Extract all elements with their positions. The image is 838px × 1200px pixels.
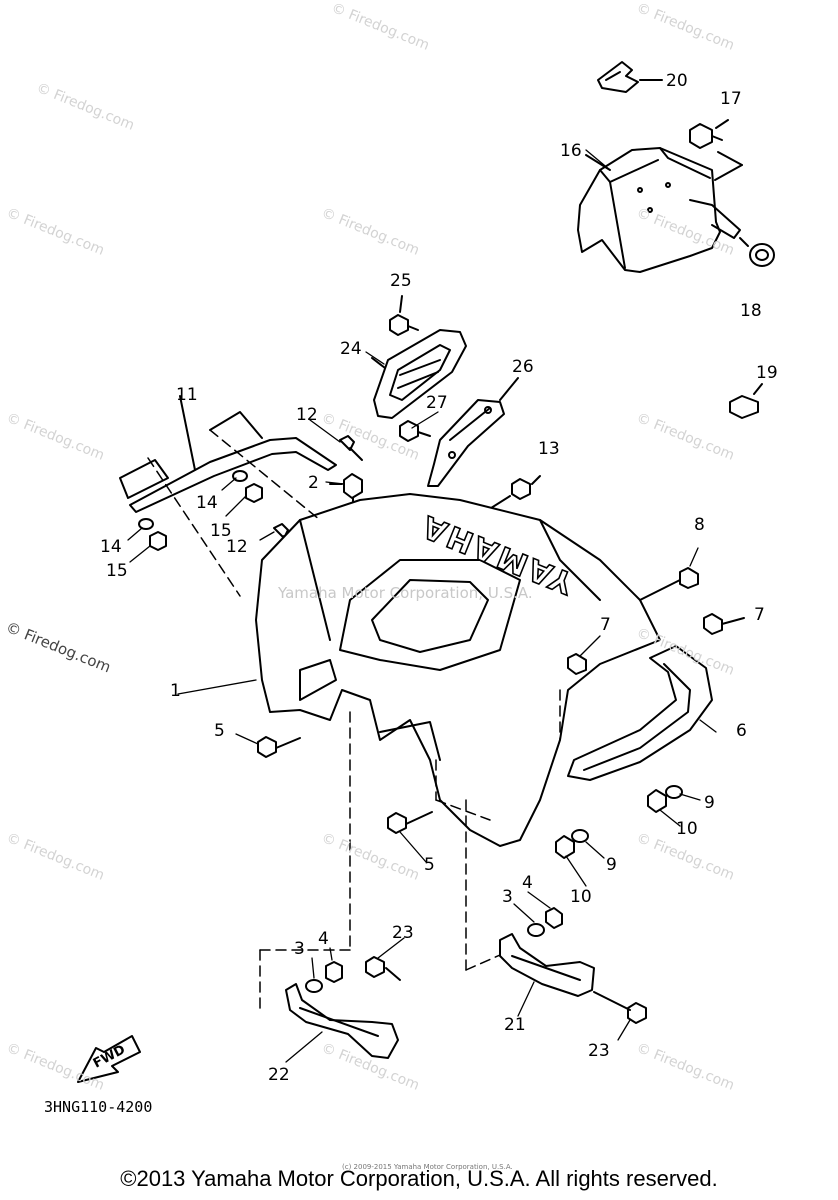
fwd-arrow-icon [77,1035,141,1083]
part-24-plate [371,329,467,419]
callout-3b: 3 [294,939,305,959]
part-3-washer [305,923,545,993]
part-27-bolt [399,420,431,442]
part-5-bolt [257,736,433,834]
callout-18: 18 [740,301,762,321]
callout-5a: 5 [214,721,225,741]
callout-4b: 4 [318,929,329,949]
tiny-copyright-notice: (c) 2009-2015 Yamaha Motor Corporation, … [342,1163,513,1171]
part-1-rear-fender [255,493,661,847]
part-4-nut [325,907,563,983]
callout-9a: 9 [704,793,715,813]
callout-23a: 23 [392,923,414,943]
callout-15a: 15 [210,521,232,541]
part-16-cover [577,147,743,273]
callout-19: 19 [756,363,778,383]
callout-10a: 10 [676,819,698,839]
callout-7a: 7 [754,605,765,625]
callout-8: 8 [694,515,705,535]
callout-14b: 14 [100,537,122,557]
callout-9b: 9 [606,855,617,875]
part-8-bolt [639,567,699,601]
part-21-bracket [499,933,595,997]
callout-7b: 7 [600,615,611,635]
callout-14a: 14 [196,493,218,513]
callout-23b: 23 [588,1041,610,1061]
callout-12b: 12 [226,537,248,557]
callout-6: 6 [736,721,747,741]
callout-11: 11 [176,385,198,405]
part-14-washer [138,470,248,530]
part-22-bracket [285,983,399,1059]
part-6-guard [567,645,713,781]
callout-27: 27 [426,393,448,413]
diagram-code: 3HNG110-4200 [44,1098,153,1116]
part-11-guard [119,395,337,513]
part-9-washer [571,785,683,843]
callout-10b: 10 [570,887,592,907]
callout-leaders [127,149,717,1063]
part-25-bolt [389,295,419,336]
callout-16: 16 [560,141,582,161]
part-10-nut [555,789,667,859]
part-19-pad [729,383,763,419]
callout-3a: 3 [502,887,513,907]
callout-24: 24 [340,339,362,359]
callout-12a: 12 [296,405,318,425]
callout-15b: 15 [106,561,128,581]
center-watermark: Yamaha Motor Corporation, U.S.A. [278,584,533,602]
callout-21: 21 [504,1015,526,1035]
callout-13: 13 [538,439,560,459]
callout-5b: 5 [424,855,435,875]
callout-17: 17 [720,89,742,109]
part-17-bolt [689,119,729,149]
part-20-clip [597,61,663,93]
callout-25: 25 [390,271,412,291]
part-18-nut [739,237,775,267]
callout-26: 26 [512,357,534,377]
callout-1: 1 [170,681,181,701]
callout-4a: 4 [522,873,533,893]
callout-20: 20 [666,71,688,91]
part-26-bracket [427,377,519,487]
part-23-bolt [365,956,647,1024]
callout-2: 2 [308,473,319,493]
part-7-bolt [567,613,745,675]
footer-copyright: ©2013 Yamaha Motor Corporation, U.S.A. A… [120,1166,718,1191]
part-15-nut [149,483,263,551]
callout-22: 22 [268,1065,290,1085]
leader-lines [147,429,561,1011]
